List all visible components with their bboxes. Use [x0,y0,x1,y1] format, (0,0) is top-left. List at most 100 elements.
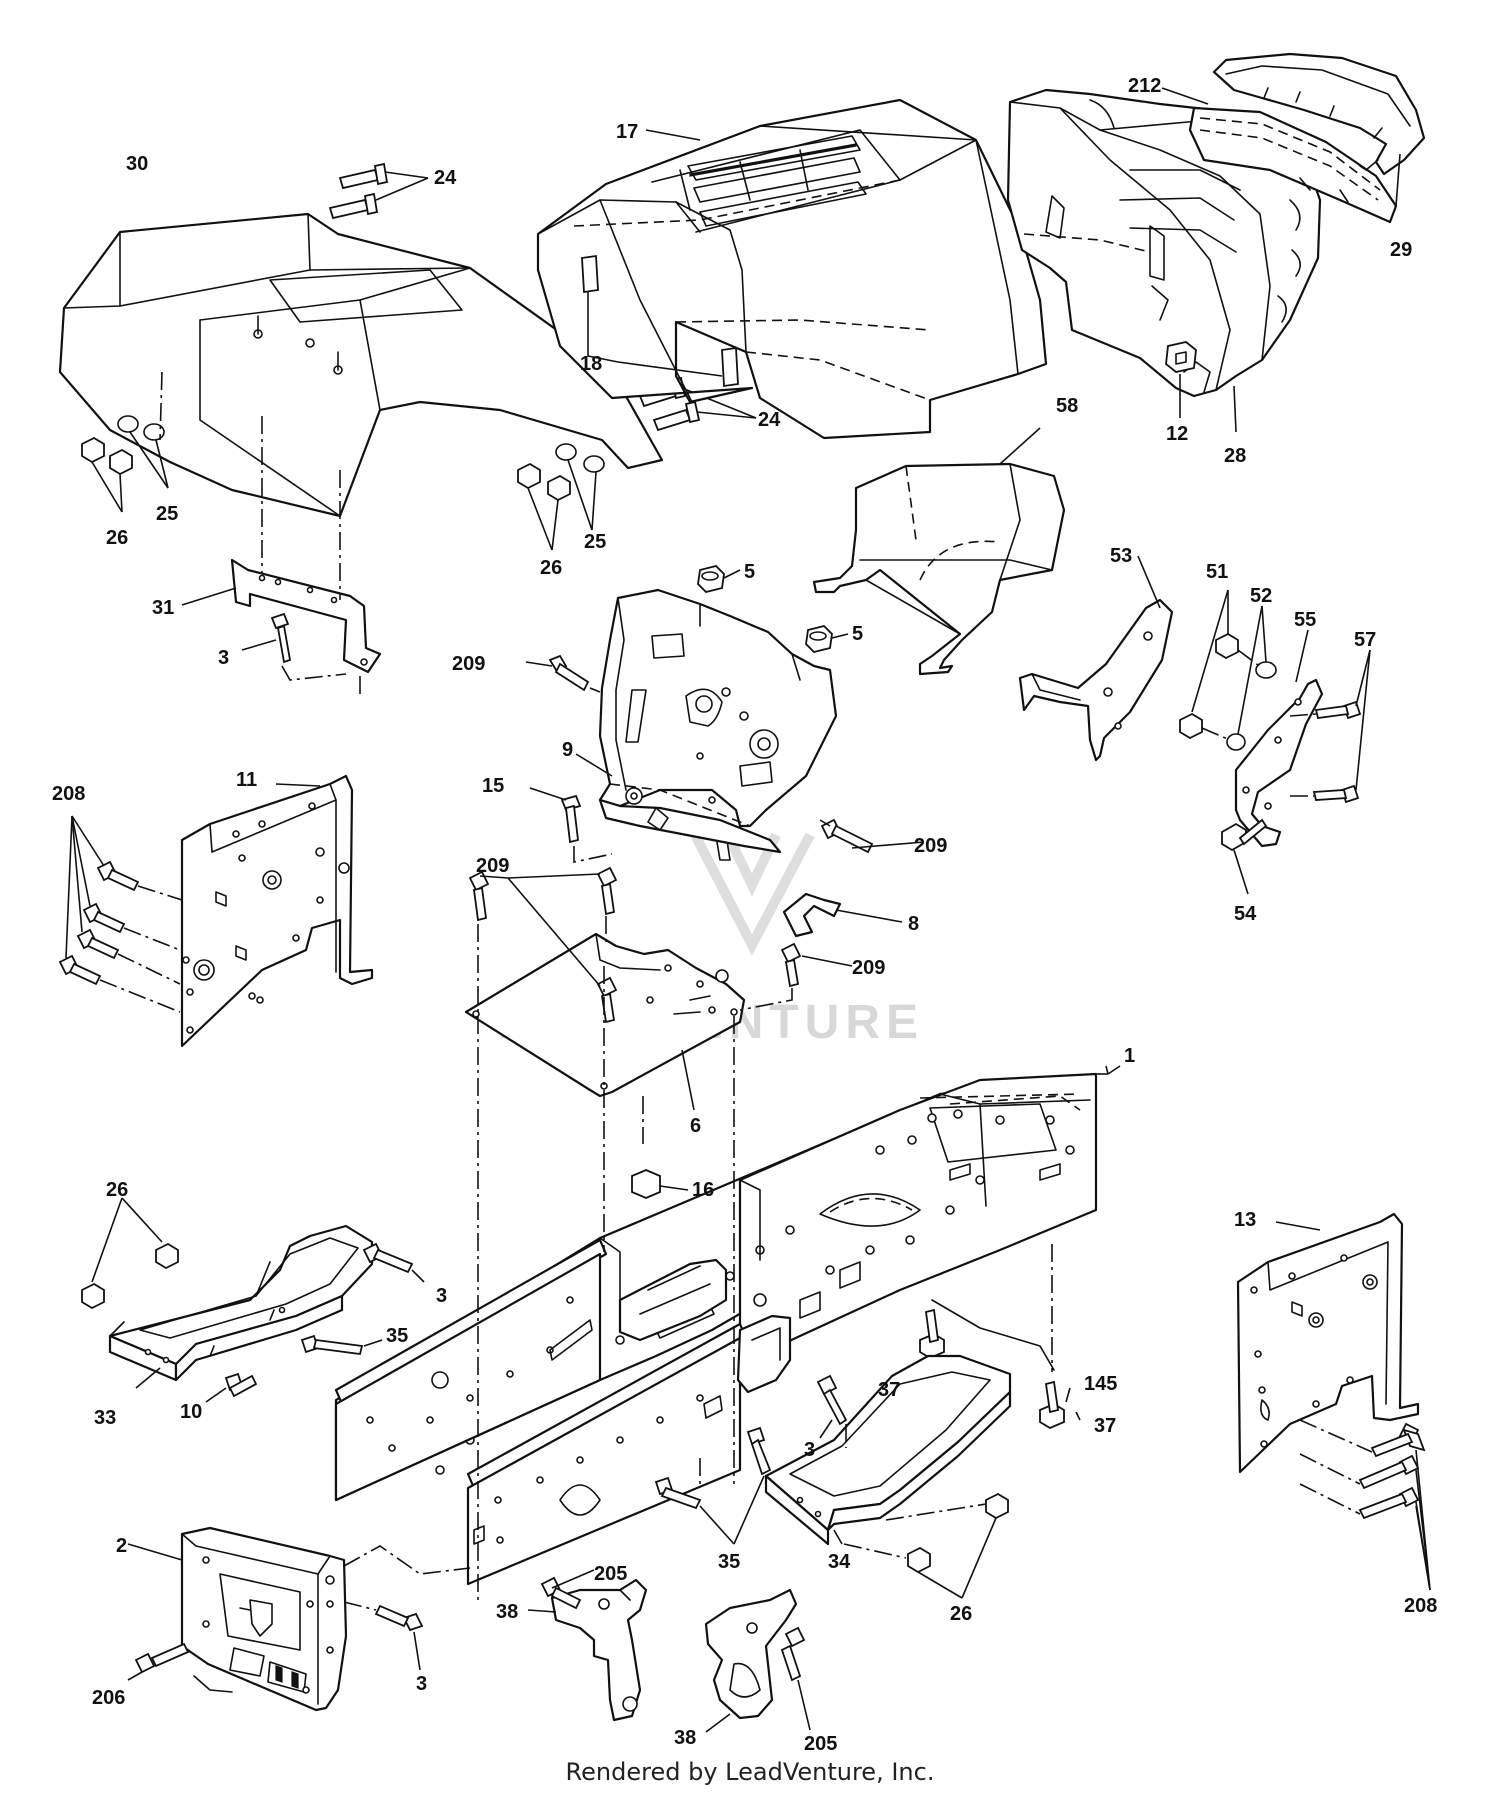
bolt-208-left [58,815,183,1013]
callout-26: 26 [950,1603,972,1625]
side-panel-right-13 [1236,1212,1420,1474]
callout-12: 12 [1166,423,1188,445]
callout-1: 1 [1124,1045,1135,1067]
bracket-part-53 [1018,555,1174,762]
callout-3: 3 [416,1673,427,1695]
callout-3: 3 [804,1439,815,1461]
callout-15: 15 [482,775,504,797]
callout-38: 38 [674,1727,696,1749]
callout-6: 6 [690,1115,701,1137]
callout-212: 212 [1128,75,1161,97]
callout-28: 28 [1224,445,1246,467]
bolt-209-dash-left [525,654,601,693]
callout-35: 35 [718,1551,740,1573]
callout-145: 145 [1084,1373,1117,1395]
weight-bracket-part-2 [127,1526,471,1712]
callout-33: 33 [94,1407,116,1429]
bolt-206 [127,1642,190,1681]
callout-51: 51 [1206,561,1228,583]
bolt-209-dash-right [819,818,925,854]
bolt-part-57 [1289,649,1371,804]
bolt-209-plate [468,866,853,1024]
callout-54: 54 [1234,903,1257,925]
grille-top-part [1161,52,1426,207]
callout-208: 208 [52,783,85,805]
bolt-3-bottom [343,1601,424,1671]
callout-37: 37 [878,1379,900,1401]
bracket-38-right [704,1588,798,1733]
nut-26-left-step [81,1197,179,1310]
callout-52: 52 [1250,585,1272,607]
callout-34: 34 [828,1551,851,1573]
callout-31: 31 [152,597,174,619]
bolt-208-right [1299,1419,1431,1591]
bolt-3-right-step [816,1374,848,1448]
callout-24: 24 [434,167,457,189]
nut-part-16 [631,1169,689,1199]
callout-17: 17 [616,121,638,143]
callout-208: 208 [1404,1595,1437,1617]
step-left-33 [108,1224,374,1389]
callout-205: 205 [804,1733,837,1755]
frame-rail-left [334,1238,608,1502]
bolt-205-left [540,1569,595,1610]
hood-part [536,98,1048,440]
callout-24: 24 [758,409,781,431]
callout-11: 11 [236,769,257,791]
side-panel-left-11 [180,774,374,1048]
washers-nuts-right [517,443,605,551]
step-right-34 [764,1354,1012,1546]
callout-209: 209 [914,835,947,857]
grommet-part-5 [697,565,849,653]
callout-35: 35 [386,1325,408,1347]
nut-26-right-step [843,1492,1009,1599]
callout-3: 3 [436,1285,447,1307]
latch-part-12 [1165,341,1237,433]
washers-nuts-left [81,371,169,513]
bolt-24-upper [328,162,429,220]
callout-209: 209 [852,957,885,979]
pan-part-58 [812,427,1066,676]
callout-16: 16 [692,1179,714,1201]
footer-credit: Rendered by LeadVenture, Inc. [565,1758,935,1786]
bolt-3-left-step [362,1242,425,1283]
callout-58: 58 [1056,395,1078,417]
callout-25: 25 [584,531,606,553]
callout-8: 8 [908,913,919,935]
bolt-35-left-step [300,1334,383,1355]
callout-10: 10 [180,1401,202,1423]
callout-55: 55 [1294,609,1316,631]
screw-part-54 [1221,818,1268,895]
callout-18: 18 [580,353,602,375]
bracket-38-left [527,1578,648,1722]
callout-206: 206 [92,1687,125,1709]
grille-mount-part [1188,106,1398,224]
callout-3: 3 [218,647,229,669]
callout-205: 205 [594,1563,627,1585]
fender-bracket-part [181,416,382,694]
callout-209: 209 [476,855,509,877]
bolt-35-right [654,1426,772,1545]
callout-30: 30 [126,153,148,175]
dash-panel-part [575,588,838,861]
bolt-205-right [780,1626,811,1731]
callout-37: 37 [1094,1415,1116,1437]
callout-209: 209 [452,653,485,675]
callout-5: 5 [744,561,755,583]
callout-5: 5 [852,623,863,645]
callout-9: 9 [562,739,573,761]
callout-13: 13 [1234,1209,1256,1231]
plate-part-55 [1234,629,1324,848]
bolt-37-145 [919,1299,1081,1430]
callout-26: 26 [106,1179,128,1201]
callout-26: 26 [540,557,562,579]
callout-2: 2 [116,1535,127,1557]
hood-bumper-part [581,254,739,388]
clip-part-8 [782,892,903,938]
nuts-washers-51-52 [1179,589,1277,751]
callout-29: 29 [1390,239,1412,261]
screw-part-15 [529,787,613,863]
bolt-10-left-step [205,1372,258,1403]
plate-part-6 [464,932,746,1144]
